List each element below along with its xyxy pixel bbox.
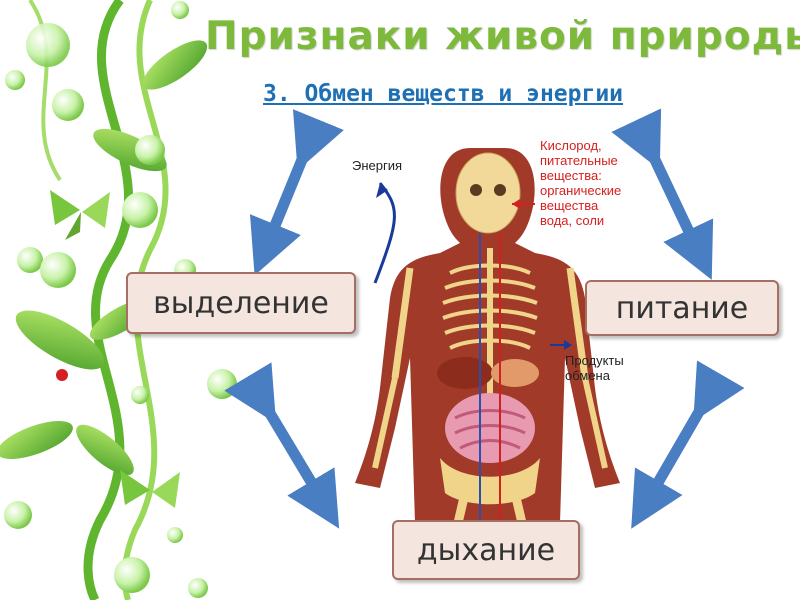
excretion-box: выделение — [126, 272, 356, 334]
bubble — [52, 89, 84, 121]
label-oxygen-nutrients: Кислород, питательные вещества: органиче… — [540, 138, 622, 228]
bubble — [171, 1, 189, 19]
bubble — [188, 578, 208, 598]
butterfly-icon — [50, 190, 110, 240]
double-arrow-top-right — [611, 108, 714, 280]
double-arrow-bottom-right — [631, 360, 745, 529]
pelvis — [440, 458, 540, 505]
bubble — [114, 557, 150, 593]
skull — [455, 152, 521, 234]
leaf — [76, 424, 134, 476]
label-metabolic-products: Продукты обмена — [565, 353, 624, 383]
bubble — [26, 23, 70, 67]
bubble — [5, 70, 25, 90]
double-arrow-bottom-left — [224, 362, 340, 529]
nutrition-label: питание — [615, 290, 749, 326]
bubble — [17, 247, 43, 273]
bubble — [135, 135, 165, 165]
nutrition-box: питание — [585, 280, 779, 336]
label-energy: Энергия — [352, 158, 403, 173]
respiration-label: дыхание — [416, 532, 556, 568]
page-subtitle: 3. Обмен веществ и энергии — [263, 81, 624, 107]
stomach — [491, 359, 539, 387]
bubble — [131, 386, 149, 404]
page-title: Признаки живой природы — [205, 14, 800, 59]
leaf — [142, 40, 208, 90]
butterfly-icon — [120, 470, 180, 508]
ladybug-icon — [56, 369, 68, 381]
bubble — [40, 252, 76, 288]
excretion-label: выделение — [153, 285, 329, 321]
double-arrow-top-left — [249, 109, 344, 276]
vine-stem — [28, 0, 62, 182]
bubble — [4, 501, 32, 529]
bubble — [167, 527, 183, 543]
respiration-box: дыхание — [392, 520, 580, 580]
bubble — [122, 192, 158, 228]
leaf — [0, 421, 73, 459]
leaf — [15, 310, 105, 370]
